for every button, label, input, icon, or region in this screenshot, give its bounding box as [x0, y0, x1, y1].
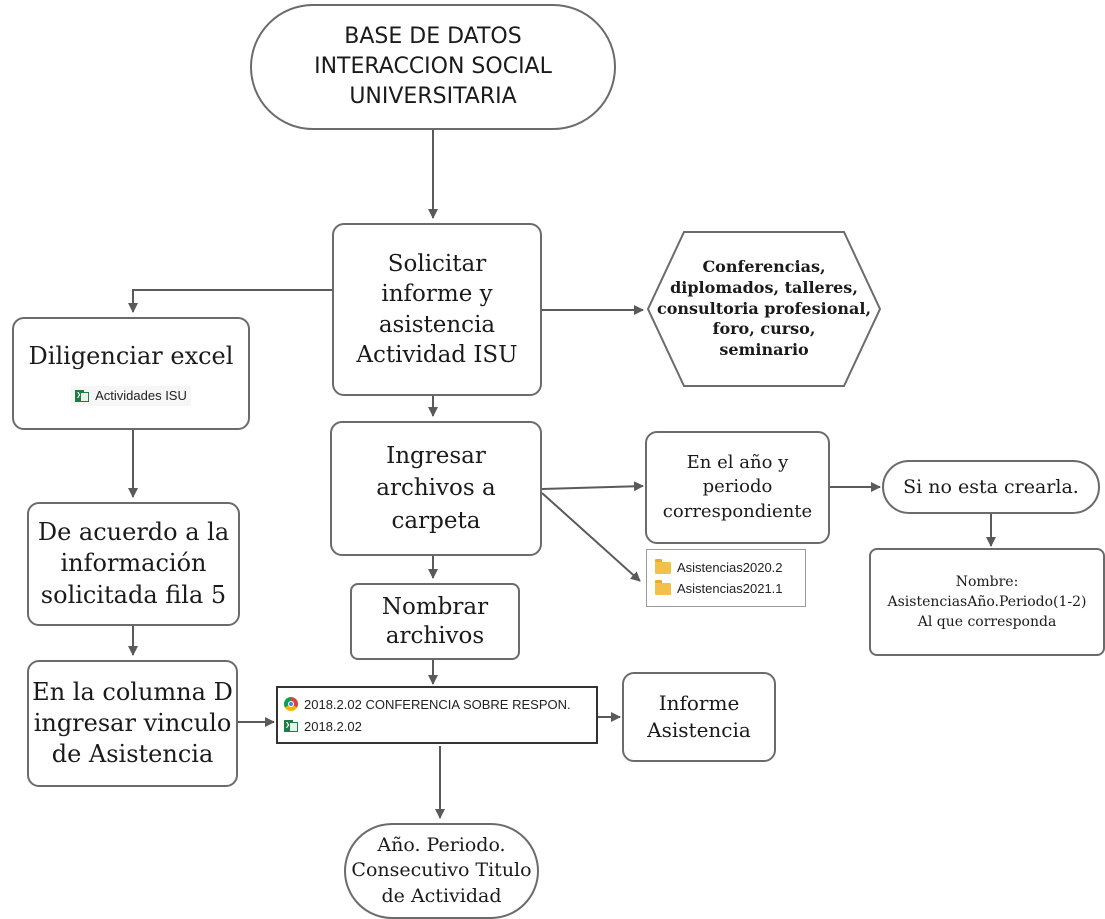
start-line-3: UNIVERSITARIA: [349, 83, 517, 109]
de-acuerdo-line-1: De acuerdo a la: [37, 518, 230, 547]
informe-node: Informe Asistencia: [622, 672, 776, 762]
diligenciar-title: Diligenciar excel: [28, 341, 234, 370]
folder-icon: [655, 579, 671, 595]
anio-periodo-line-3: correspondiente: [662, 500, 813, 522]
arrow-ingresar-to-folders: [541, 492, 641, 582]
diligenciar-node: Diligenciar excel X Actividades ISU: [12, 317, 250, 430]
activity-types-node: Conferencias, diplomados, talleres, cons…: [646, 230, 882, 388]
anio-periodo-line-1: En el año y: [686, 452, 789, 474]
informe-line-2: Asistencia: [647, 718, 751, 742]
excel-icon: X: [284, 719, 298, 733]
nombre-line-1: Nombre:: [955, 573, 1019, 590]
si-no-esta-node: Si no esta crearla.: [882, 460, 1100, 514]
folder-item: Asistencias2021.1: [653, 579, 805, 596]
de-acuerdo-node: De acuerdo a la información solicitada f…: [27, 502, 240, 626]
end-node: Año. Periodo. Consecutivo Titulo de Acti…: [344, 823, 539, 919]
activity-types-line-1: Conferencias,: [702, 257, 826, 276]
excel-icon: X: [75, 389, 90, 403]
file-item-label: 2018.2.02 CONFERENCIA SOBRE RESPON.: [304, 696, 571, 712]
ingresar-line-3: carpeta: [391, 507, 481, 534]
file-item-label: 2018.2.02: [304, 718, 362, 734]
start-node: BASE DE DATOS INTERACCION SOCIAL UNIVERS…: [250, 4, 616, 130]
file-item: 2018.2.02 CONFERENCIA SOBRE RESPON.: [284, 697, 596, 712]
folder-item-label: Asistencias2021.1: [677, 581, 783, 596]
solicitar-line-1: Solicitar: [387, 250, 487, 277]
folder-item: Asistencias2020.2: [653, 558, 805, 575]
file-item: X 2018.2.02: [284, 719, 596, 734]
ingresar-line-2: archivos a: [376, 475, 496, 502]
nombre-line-2: AsistenciasAño.Periodo(1-2): [887, 593, 1087, 610]
nombre-node: Nombre: AsistenciasAño.Periodo(1-2) Al q…: [869, 548, 1105, 656]
activity-types-line-5: seminario: [719, 340, 809, 360]
hexagon-shape: [646, 231, 882, 387]
files-panel: 2018.2.02 CONFERENCIA SOBRE RESPON. X 20…: [276, 686, 598, 744]
nombrar-node: Nombrar archivos: [350, 583, 520, 660]
activity-types-line-2: diplomados, talleres,: [670, 277, 858, 297]
columna-d-line-2: ingresar vinculo: [33, 708, 232, 737]
solicitar-line-2: informe y: [381, 281, 493, 308]
solicitar-line-4: Actividad ISU: [356, 341, 518, 368]
activity-types-line-4: foro, curso,: [712, 319, 816, 339]
actividades-file-label: Actividades ISU: [95, 387, 187, 403]
start-line-2: INTERACCION SOCIAL: [314, 54, 552, 80]
arrow-ingresar-to-anio: [541, 481, 644, 492]
end-line-3: de Actividad: [381, 884, 502, 907]
folders-panel: Asistencias2020.2 Asistencias2021.1: [646, 549, 806, 607]
end-line-2: Consecutivo Titulo: [351, 859, 532, 882]
nombre-line-3: Al que corresponda: [917, 614, 1057, 631]
informe-line-1: Informe: [658, 691, 740, 715]
ingresar-node: Ingresar archivos a carpeta: [330, 421, 542, 556]
actividades-file: X Actividades ISU: [71, 385, 191, 407]
si-no-esta-label: Si no esta crearla.: [903, 475, 1079, 498]
solicitar-line-3: asistencia: [378, 311, 496, 338]
columna-d-line-3: de Asistencia: [51, 740, 214, 769]
arrow-solicitar-to-diligenciar: [128, 289, 332, 313]
activity-types-line-3: consultoria profesional,: [656, 298, 872, 318]
anio-periodo-node: En el año y periodo correspondiente: [645, 431, 830, 544]
de-acuerdo-line-2: información: [60, 549, 207, 578]
columna-d-line-1: En la columna D: [32, 677, 233, 706]
start-line-1: BASE DE DATOS: [344, 24, 522, 50]
de-acuerdo-line-3: solicitada fila 5: [40, 580, 227, 609]
columna-d-node: En la columna D ingresar vinculo de Asis…: [27, 660, 238, 787]
chrome-icon: [284, 697, 298, 711]
ingresar-line-1: Ingresar: [386, 443, 486, 470]
folder-icon: [655, 558, 671, 574]
nombrar-line-1: Nombrar: [381, 593, 489, 620]
folder-item-label: Asistencias2020.2: [677, 560, 783, 575]
anio-periodo-line-2: periodo: [702, 476, 773, 498]
end-line-1: Año. Periodo.: [377, 833, 506, 856]
solicitar-node: Solicitar informe y asistencia Actividad…: [332, 223, 542, 396]
nombrar-line-2: archivos: [385, 622, 485, 649]
